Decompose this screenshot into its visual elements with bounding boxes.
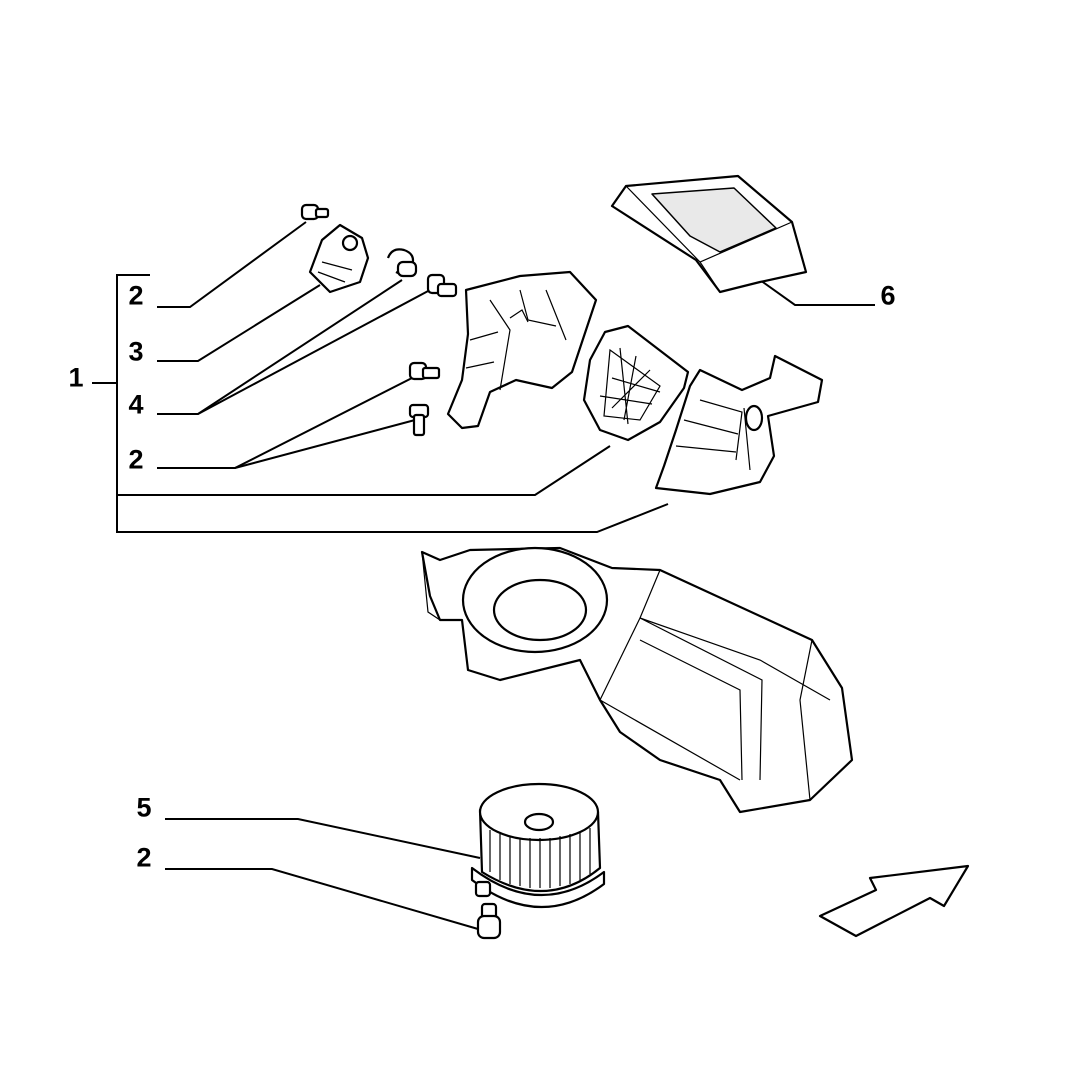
leader-4b xyxy=(197,289,431,415)
callout-4: 4 xyxy=(128,389,144,420)
duct-housing xyxy=(446,270,598,430)
leader-lines xyxy=(92,221,875,930)
screw-top xyxy=(300,203,330,221)
callout-2-middle: 2 xyxy=(128,444,144,475)
callout-6: 6 xyxy=(880,280,896,311)
leader-4a xyxy=(157,279,403,415)
air-inlet-duct xyxy=(654,354,824,496)
leader-3 xyxy=(157,284,321,362)
leader-5 xyxy=(165,818,481,859)
blower-fan xyxy=(470,782,606,909)
fan-blades xyxy=(489,828,591,888)
filter-frame xyxy=(610,174,808,294)
callout-2-top: 2 xyxy=(128,280,144,311)
callout-5: 5 xyxy=(136,792,152,823)
callout-1: 1 xyxy=(68,362,84,393)
bracket-line-grille xyxy=(117,445,611,496)
direction-arrow-icon xyxy=(818,864,970,938)
blower-housing xyxy=(420,546,854,814)
leader-6 xyxy=(759,279,875,306)
actuator-unit xyxy=(308,223,370,294)
screw-bottom xyxy=(476,902,502,940)
leader-2-mid-b xyxy=(234,419,416,469)
screw-mid-1 xyxy=(408,361,441,381)
group-bracket xyxy=(116,274,669,533)
leader-2-bottom xyxy=(165,868,479,930)
louvre-grille xyxy=(582,324,690,442)
clip xyxy=(386,248,418,278)
leader-2-top xyxy=(157,221,307,308)
screw-mid-2 xyxy=(408,403,430,437)
callout-3: 3 xyxy=(128,336,144,367)
bolt-stud xyxy=(426,273,458,298)
callout-2-bottom: 2 xyxy=(136,842,152,873)
